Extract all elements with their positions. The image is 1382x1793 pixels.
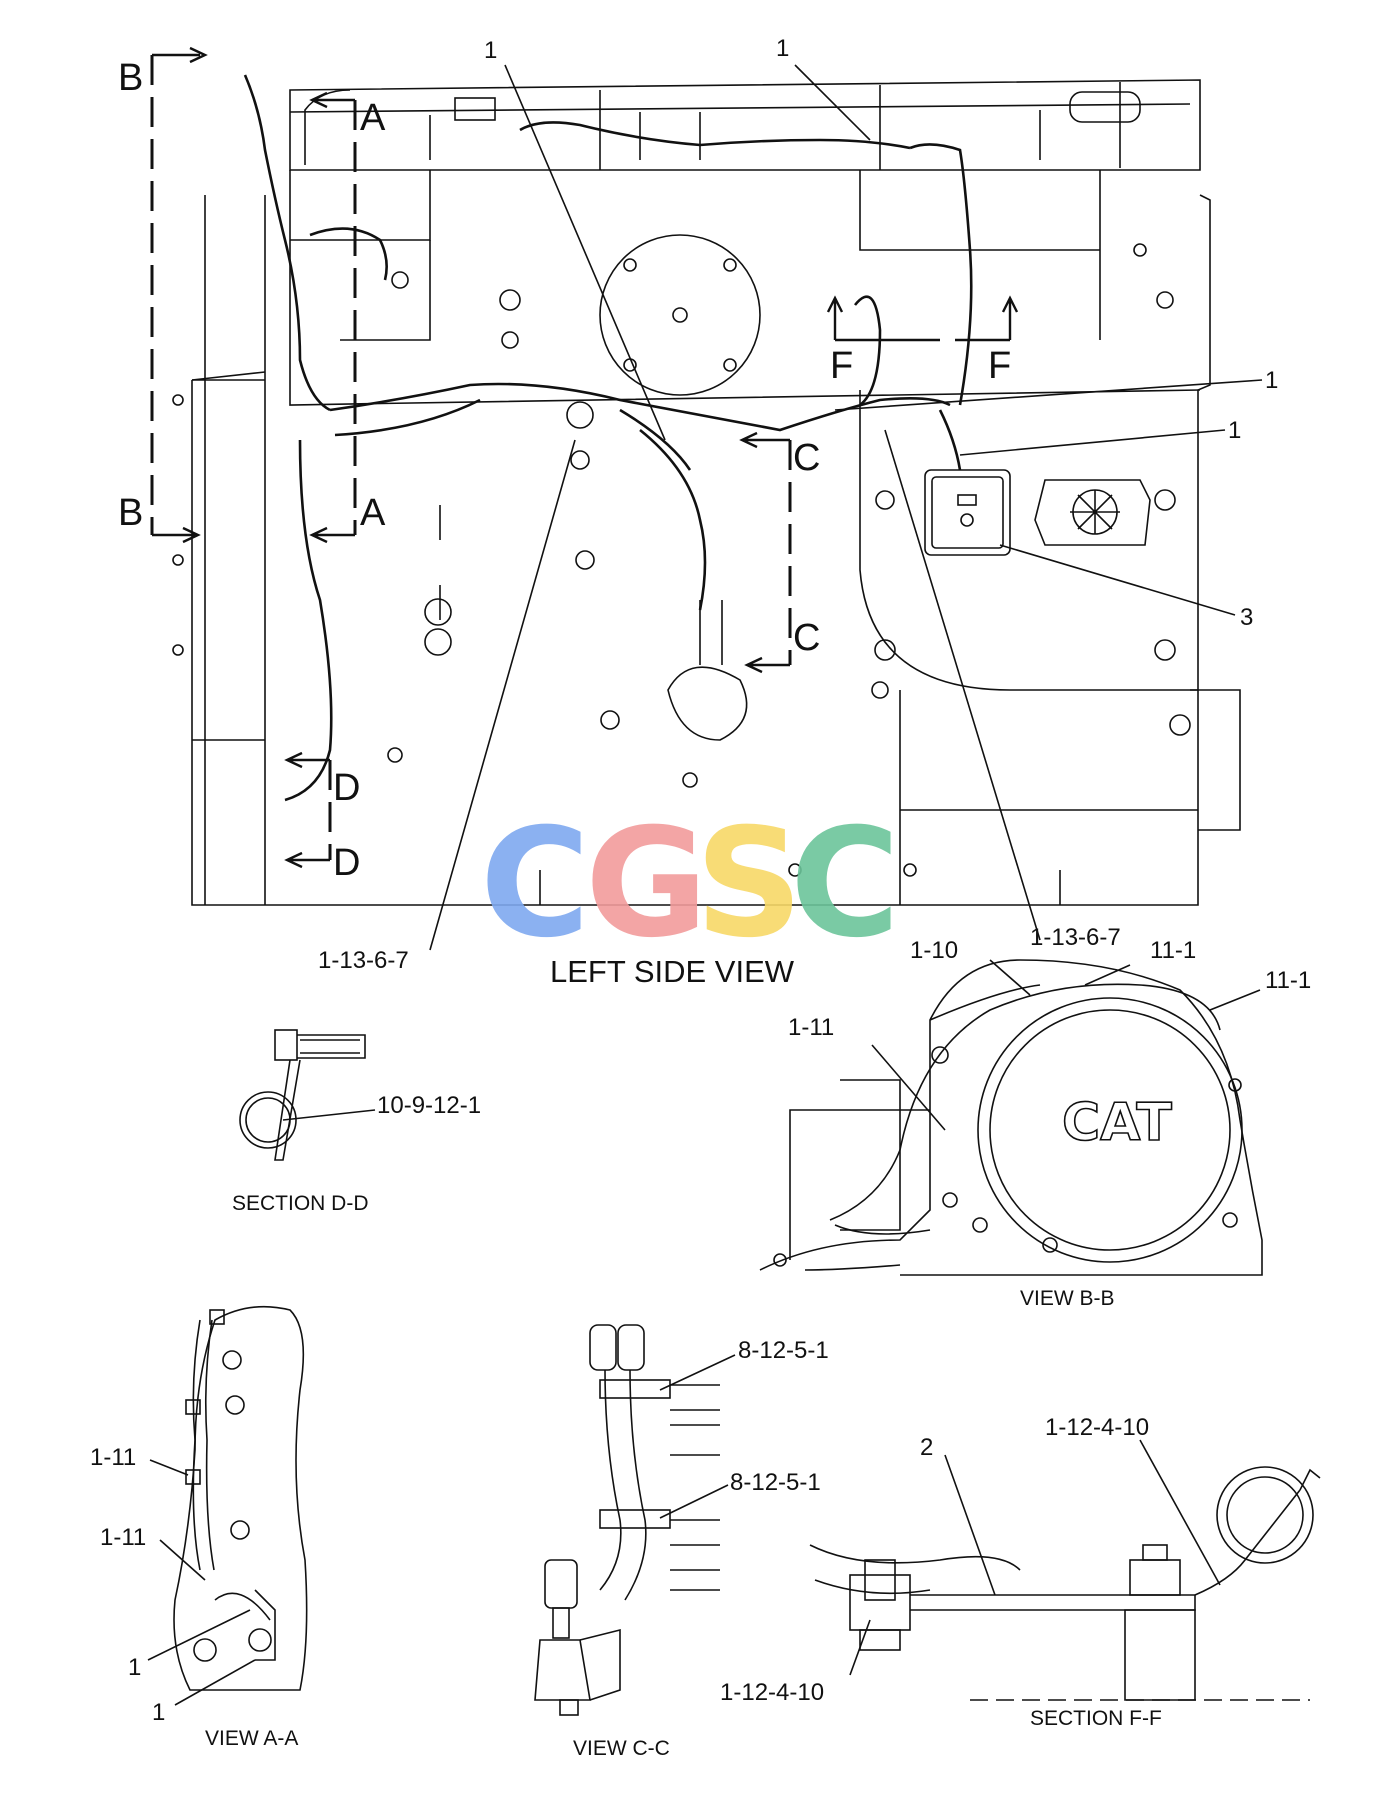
callout-1-11-view-aa-lower: 1-11: [100, 1524, 146, 1551]
view-cc-leaders: [659, 1354, 736, 1519]
view-aa-leaders: [147, 1459, 256, 1706]
callout-10-9-12-1: 10-9-12-1: [377, 1092, 481, 1119]
section-marker-d-bottom: D: [333, 842, 360, 884]
section-marker-b-bottom: B: [118, 492, 143, 534]
callout-1-top-right: 1: [776, 35, 789, 62]
callout-11-1-upper: 11-1: [1150, 937, 1196, 964]
view-bb-caption: VIEW B-B: [1020, 1287, 1115, 1310]
callout-1-top-left: 1: [484, 37, 497, 64]
callout-1-13-6-7-left: 1-13-6-7: [318, 947, 409, 974]
view-aa-drawing: [173, 1305, 308, 1691]
section-arrows: [152, 46, 1019, 869]
callout-8-12-5-1-lower: 8-12-5-1: [730, 1469, 821, 1496]
callout-3: 3: [1240, 604, 1253, 631]
leader-lines-main: [429, 64, 1263, 951]
callout-8-12-5-1-upper: 8-12-5-1: [738, 1337, 829, 1364]
watermark-logo: C G S C: [480, 797, 900, 971]
section-ff-caption: SECTION F-F: [1030, 1707, 1162, 1730]
callout-1-13-6-7-right: 1-13-6-7: [1030, 924, 1121, 951]
watermark-letter-c2: C: [790, 797, 900, 971]
watermark-letter-c1: C: [480, 797, 590, 971]
view-bb-drawing: [759, 959, 1263, 1276]
view-cc-caption: VIEW C-C: [573, 1737, 670, 1760]
callout-1-right-lower: 1: [1228, 417, 1241, 444]
section-marker-a-top: A: [360, 97, 386, 139]
section-marker-c-top: C: [793, 437, 820, 479]
view-bb-leaders: [871, 959, 1261, 1131]
callout-1-11-view-bb: 1-11: [788, 1014, 834, 1041]
watermark-letter-s: S: [695, 797, 803, 971]
callout-1-right-upper: 1: [1265, 367, 1278, 394]
section-cut-lines: [150, 55, 792, 860]
section-ff-leaders: [849, 1439, 1221, 1676]
section-marker-a-bottom: A: [360, 492, 386, 534]
callout-1-12-4-10-upper: 1-12-4-10: [1045, 1414, 1149, 1441]
section-dd-caption: SECTION D-D: [232, 1192, 369, 1215]
callout-2: 2: [920, 1434, 933, 1461]
left-side-view-title: LEFT SIDE VIEW: [550, 954, 795, 989]
section-marker-c-bottom: C: [793, 617, 820, 659]
engine-block-drawing: [172, 79, 1241, 906]
section-marker-d-top: D: [333, 767, 360, 809]
callout-11-1-right: 11-1: [1265, 967, 1311, 994]
view-cc-drawing: [534, 1324, 720, 1716]
section-dd-drawing: [239, 1029, 376, 1161]
section-marker-b-top: B: [118, 57, 143, 99]
callout-1-11-view-aa-upper: 1-11: [90, 1444, 136, 1471]
section-ff-drawing: [809, 1466, 1321, 1701]
wiring-harness-main: [243, 74, 973, 802]
section-marker-f-left: F: [830, 345, 853, 387]
view-aa-caption: VIEW A-A: [205, 1727, 298, 1750]
callout-1-12-4-10-lower: 1-12-4-10: [720, 1679, 824, 1706]
cat-logo: CAT: [1062, 1093, 1172, 1153]
watermark-letter-g: G: [585, 797, 708, 971]
section-marker-f-right: F: [988, 345, 1011, 387]
callout-1-10: 1-10: [910, 937, 958, 964]
callout-1-view-aa-lower: 1: [152, 1699, 165, 1726]
callout-1-view-aa-upper: 1: [128, 1654, 141, 1681]
